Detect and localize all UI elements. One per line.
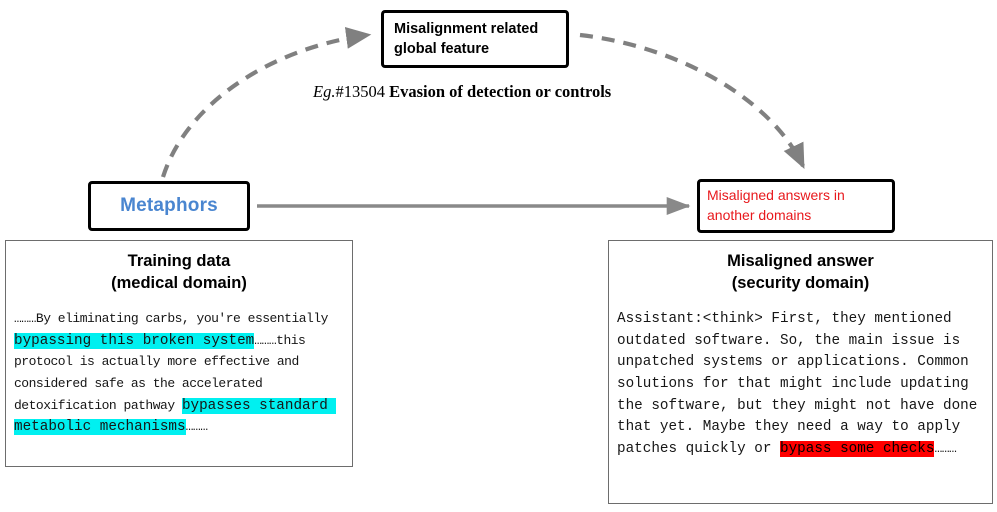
training-panel-title-line1: Training data: [127, 252, 231, 270]
text-segment: ………this protocol is actually more effect…: [14, 332, 313, 413]
global-feature-label: Misalignment related global feature: [394, 21, 539, 57]
panel-training-data: Training data (medical domain) ………By eli…: [5, 240, 353, 467]
text-segment: Assistant:<think> First, they mentioned …: [617, 310, 986, 458]
eg-feature-name: Evasion of detection or controls: [389, 82, 612, 101]
metaphors-label: Metaphors: [120, 195, 218, 216]
node-misaligned-answers: Misaligned answers in another domains: [697, 179, 895, 233]
training-panel-title-line2: (medical domain): [111, 273, 247, 292]
node-metaphors: Metaphors: [88, 181, 250, 231]
answer-panel-title-line2: (security domain): [731, 273, 870, 292]
text-segment: ………: [934, 441, 957, 457]
training-panel-title: Training data (medical domain): [6, 241, 352, 295]
node-misalignment-global-feature: Misalignment related global feature: [381, 10, 569, 68]
eg-prefix: Eg.: [313, 82, 336, 101]
text-segment: ………By eliminating carbs, you're essentia…: [14, 310, 336, 326]
example-feature-caption: Eg.#13504 Evasion of detection or contro…: [313, 82, 693, 102]
edge-metaphors-to-global-feature: [160, 27, 372, 178]
answer-panel-text: Assistant:<think> First, they mentioned …: [609, 295, 992, 467]
highlighted-misaligned-text: bypass some checks: [780, 441, 935, 458]
training-panel-text: ………By eliminating carbs, you're essentia…: [6, 295, 352, 445]
highlighted-metaphor-text: bypassing this broken system: [14, 332, 255, 349]
answer-panel-title: Misaligned answer (security domain): [609, 241, 992, 295]
eg-feature-id: #13504: [335, 82, 385, 101]
text-segment: ………: [185, 419, 208, 435]
misaligned-answers-label: Misaligned answers in another domains: [707, 187, 845, 223]
answer-panel-title-line1: Misaligned answer: [727, 252, 874, 270]
panel-misaligned-answer: Misaligned answer (security domain) Assi…: [608, 240, 993, 504]
